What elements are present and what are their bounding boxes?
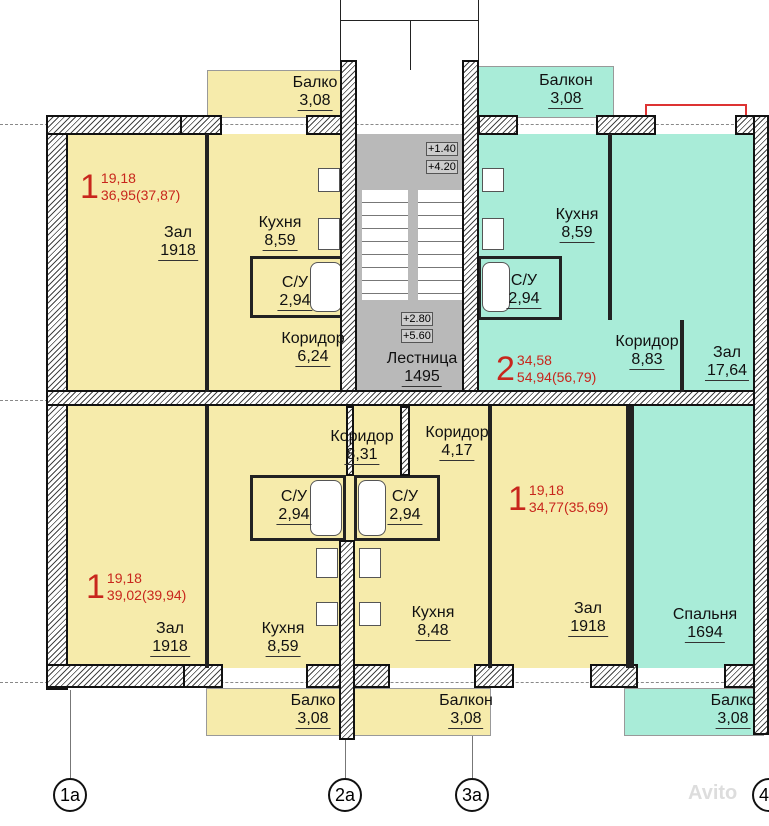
wall-line [410,20,411,70]
party-wall [400,406,410,476]
living-area: 19,18 [100,170,136,186]
living-area: 19,18 [528,482,564,498]
axis-line [345,735,346,778]
apartment-rooms: 2 [496,350,515,388]
grid-line [0,124,769,125]
wall-line [478,0,479,70]
railing [645,104,747,116]
axis-marker: 2а [328,778,362,812]
stove-icon [316,602,338,626]
total-area: 34,77(35,69) [528,499,609,515]
sink-icon [316,548,338,578]
partition [205,406,209,668]
bathtub-icon [482,262,510,312]
partition [680,320,684,392]
total-area: 36,95(37,87) [100,187,181,203]
axis-marker: 1а [53,778,87,812]
exterior-wall [474,664,514,688]
total-area: 39,02(39,94) [106,587,187,603]
partition [608,134,612,320]
stove-icon [318,168,340,192]
axis-line [70,690,71,778]
apartment-rooms: 1 [86,568,105,606]
sink-icon [318,218,340,250]
wall-line [340,0,341,70]
exterior-wall [596,115,656,135]
exterior-wall [180,115,222,135]
partition [205,134,209,392]
party-wall [346,406,354,476]
level-mark: +5.60 [401,329,433,343]
stove-icon [482,168,504,192]
living-area: 34,58 [516,352,552,368]
level-mark: +4.20 [426,160,458,174]
apartment-rooms: 1 [80,168,99,206]
stairs-flight [362,190,408,300]
exterior-wall [46,664,206,688]
wall-line [340,20,478,21]
sink-icon [482,218,504,250]
axis-marker: 4а [752,778,769,812]
sink-icon [359,548,381,578]
axis-marker: 3а [455,778,489,812]
total-area: 54,94(56,79) [516,369,597,385]
bathtub-icon [310,480,342,536]
partition [488,406,492,668]
bathtub-icon [358,480,386,536]
exterior-wall [478,115,518,135]
stair-wall [462,60,479,400]
level-mark: +1.40 [426,142,458,156]
middle-wall [46,390,769,406]
bathtub-icon [310,262,342,312]
avito-watermark: Avito [688,782,738,804]
balcony-top-right [478,66,614,118]
bedroom-bottom-right [634,406,764,668]
exterior-wall [590,664,638,688]
level-mark: +2.80 [401,312,433,326]
stove-icon [359,602,381,626]
stairs-flight [418,190,468,300]
exterior-wall [183,664,223,688]
party-wall [339,540,355,740]
living-area: 19,18 [106,570,142,586]
exterior-wall-right [753,115,769,735]
apartment-rooms: 1 [508,480,527,518]
partition [626,406,634,668]
